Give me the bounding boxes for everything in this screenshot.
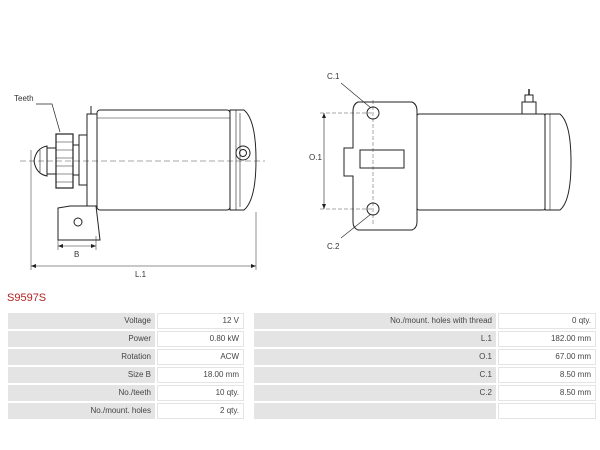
spec-label: Voltage [8,313,155,329]
spec-row: Voltage 12 V No./mount. holes with threa… [8,313,596,329]
spec-label: O.1 [254,349,496,365]
spec-table: Voltage 12 V No./mount. holes with threa… [6,311,598,421]
spec-row: No./teeth 10 qty. C.2 8.50 mm [8,385,596,401]
spec-label: Rotation [8,349,155,365]
spec-row: Size B 18.00 mm C.1 8.50 mm [8,367,596,383]
spec-label [254,403,496,419]
spec-value: 8.50 mm [498,385,596,401]
spec-value [498,403,596,419]
dim-c1-label: C.1 [327,72,340,81]
spec-value: 2 qty. [157,403,244,419]
dim-c2-label: C.2 [327,242,340,251]
starter-end-view: O.1 C.1 C.2 [309,72,572,251]
teeth-label: Teeth [14,94,34,103]
spec-label: Size B [8,367,155,383]
spec-value: 67.00 mm [498,349,596,365]
spec-value: 12 V [157,313,244,329]
spec-value: ACW [157,349,244,365]
spec-row: No./mount. holes 2 qty. [8,403,596,419]
spec-value: 18.00 mm [157,367,244,383]
spec-value: 0 qty. [498,313,596,329]
spec-row: Rotation ACW O.1 67.00 mm [8,349,596,365]
spec-value: 10 qty. [157,385,244,401]
spec-label: C.2 [254,385,496,401]
spec-value: 0.80 kW [157,331,244,347]
dim-l1-label: L.1 [135,270,147,279]
dim-b-label: B [74,250,79,259]
spec-row: Power 0.80 kW L.1 182.00 mm [8,331,596,347]
technical-drawing: Teeth B L.1 O.1 [14,72,572,279]
product-code: S9597S [7,292,47,304]
spec-value: 182.00 mm [498,331,596,347]
spec-label: C.1 [254,367,496,383]
spec-label: No./mount. holes with thread [254,313,496,329]
spec-label: No./teeth [8,385,155,401]
dim-o1-label: O.1 [309,153,322,162]
spec-label: Power [8,331,155,347]
spec-value: 8.50 mm [498,367,596,383]
spec-label: No./mount. holes [8,403,155,419]
spec-label: L.1 [254,331,496,347]
starter-side-view: Teeth B L.1 [14,94,265,279]
